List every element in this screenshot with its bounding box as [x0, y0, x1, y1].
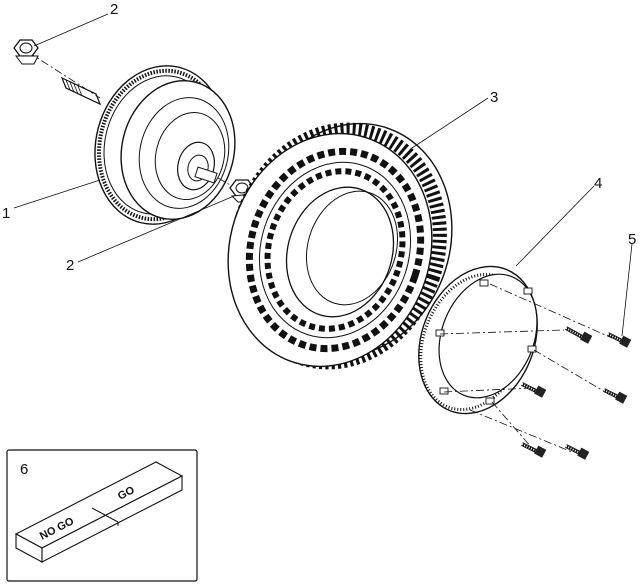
callout-3: 3 [490, 89, 498, 106]
callout-4: 4 [594, 175, 602, 192]
callout-1: 1 [2, 205, 10, 222]
rim-ring-icon [418, 265, 538, 415]
screw-icon [565, 326, 593, 344]
hub-motor-icon [27, 51, 236, 225]
tire-icon [227, 122, 453, 370]
callout-5: 5 [628, 231, 636, 248]
screw-icon [565, 444, 590, 460]
callout-6: 6 [20, 461, 28, 478]
screw-icon [521, 382, 547, 398]
gauge-inset-box: 6 NO GO GO [6, 449, 198, 582]
screw-icon [603, 388, 628, 404]
go-nogo-gauge-icon: NO GO GO [14, 461, 184, 563]
leader-lines [13, 13, 633, 337]
callout-2-top: 2 [110, 1, 118, 18]
screw-icon [521, 442, 547, 458]
hex-nut-icon [13, 39, 39, 65]
screw-icon [607, 332, 632, 348]
callout-2-lower: 2 [66, 257, 74, 274]
